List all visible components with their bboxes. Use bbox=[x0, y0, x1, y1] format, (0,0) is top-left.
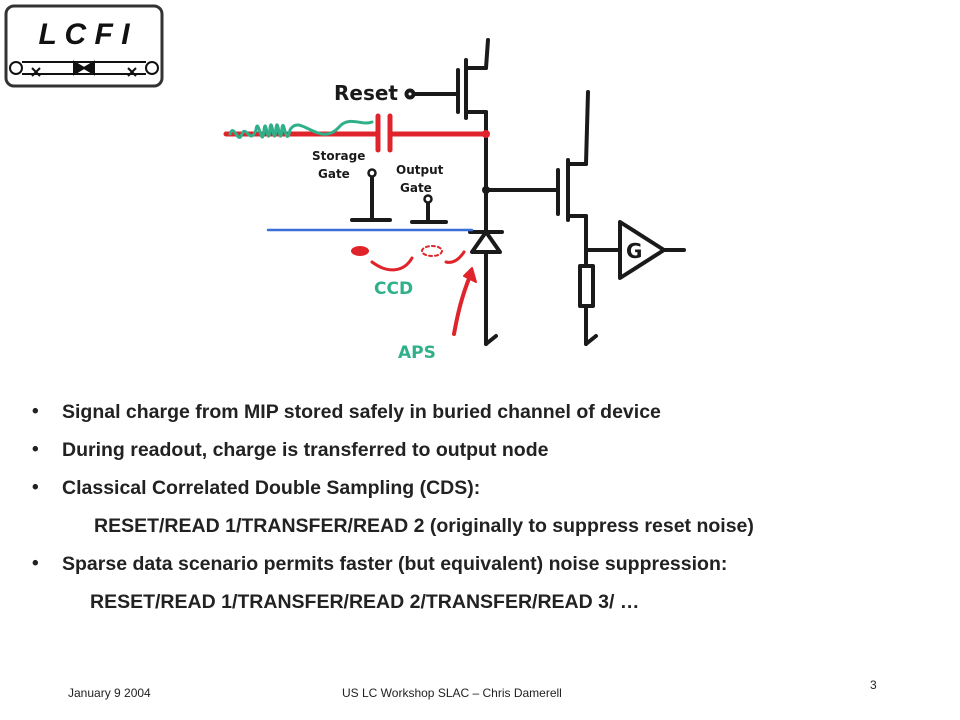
circuit-diagram: Reset Storage Gate Output Gate G CCD APS bbox=[223, 38, 686, 363]
wave-packet-icon bbox=[228, 119, 374, 139]
bullet-dot: • bbox=[32, 439, 39, 460]
logo-beam-icon bbox=[9, 60, 159, 77]
ccd-label: CCD bbox=[374, 279, 413, 299]
amplifier-label: G bbox=[626, 239, 642, 263]
bullet-item: • Classical Correlated Double Sampling (… bbox=[32, 474, 932, 512]
signal-node-dot bbox=[482, 130, 490, 138]
bullet-item: • During readout, charge is transferred … bbox=[32, 436, 932, 474]
output-gate-terminal bbox=[423, 194, 433, 204]
bullet-dot: • bbox=[32, 553, 39, 574]
amplifier-icon bbox=[618, 220, 686, 280]
sub-item: RESET/READ 1/TRANSFER/READ 2 (originally… bbox=[94, 515, 754, 537]
photodiode-icon bbox=[468, 230, 504, 346]
lcfi-logo: L C F I bbox=[4, 4, 164, 88]
bullet-item: • Signal charge from MIP stored safely i… bbox=[32, 398, 932, 436]
storage-gate-label-1: Storage bbox=[312, 149, 365, 163]
transfer-arrow-icon bbox=[370, 256, 414, 272]
charge-packet-outline-icon bbox=[421, 245, 443, 257]
bullet-text: Signal charge from MIP stored safely in … bbox=[62, 401, 661, 423]
reset-label: Reset bbox=[334, 81, 398, 105]
load-resistor-icon bbox=[578, 248, 622, 346]
footer-date: January 9 2004 bbox=[68, 686, 151, 700]
aps-label: APS bbox=[398, 343, 436, 363]
storage-gate-electrode bbox=[350, 174, 392, 222]
bullet-dot: • bbox=[32, 401, 39, 422]
bullet-list: • Signal charge from MIP stored safely i… bbox=[32, 398, 932, 626]
signal-line bbox=[223, 113, 489, 153]
storage-gate-terminal bbox=[367, 168, 377, 178]
output-gate-label-2: Gate bbox=[400, 181, 432, 195]
bullet-text: Classical Correlated Double Sampling (CD… bbox=[62, 477, 481, 499]
bullet-dot: • bbox=[32, 477, 39, 498]
output-gate-label-1: Output bbox=[396, 163, 444, 177]
sub-item: RESET/READ 1/TRANSFER/READ 2/TRANSFER/RE… bbox=[90, 591, 640, 613]
bullet-item: • Sparse data scenario permits faster (b… bbox=[32, 550, 932, 588]
storage-gate-label-2: Gate bbox=[318, 167, 350, 181]
footer-title: US LC Workshop SLAC – Chris Damerell bbox=[342, 686, 562, 700]
logo-border bbox=[4, 4, 164, 88]
aps-arrow-icon bbox=[452, 274, 472, 336]
aps-arrowhead bbox=[463, 267, 477, 283]
reset-transistor-icon bbox=[404, 38, 490, 138]
page-number: 3 bbox=[870, 678, 877, 692]
logo-text: L C F I bbox=[38, 18, 130, 51]
transfer-arrow-icon bbox=[444, 250, 466, 264]
charge-packet-icon bbox=[351, 246, 369, 256]
bullet-text: Sparse data scenario permits faster (but… bbox=[62, 553, 728, 575]
bullet-text: During readout, charge is transferred to… bbox=[62, 439, 549, 461]
output-gate-electrode bbox=[410, 200, 448, 224]
source-follower-transistor-icon bbox=[484, 90, 590, 252]
